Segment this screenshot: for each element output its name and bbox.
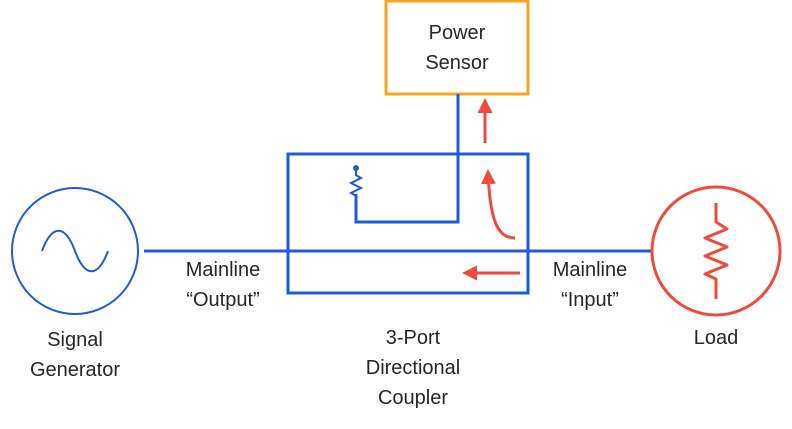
mainline-output-label: Mainline “Output” [153,255,293,315]
mainline-input-label-line-2: “Input” [561,289,619,311]
signal-generator-label-line-1: Signal [47,329,103,351]
coupled-arm-line [354,94,460,224]
signal-generator-circle [11,187,139,315]
resistor-icon [703,203,729,299]
coupler-label-line-2: Directional [365,357,461,379]
signal-generator-label-line-2: Generator [29,359,121,381]
load-circle [650,185,782,317]
coupler-label-line-1: 3-Port [385,327,441,349]
sine-wave-icon [41,229,109,272]
signal-generator-label: Signal Generator [5,325,145,385]
load-label: Load [666,323,766,353]
coupled-wave-curved-arrow [480,169,516,240]
coupler-label-line-3: Coupler [377,387,449,409]
termination-node [353,165,359,171]
coupler-box [286,152,530,295]
mainline-output-label-line-1: Mainline [185,259,261,281]
mainline-output-label-line-2: “Output” [186,289,260,311]
termination-resistor-icon [348,170,364,197]
load [650,185,782,317]
power-sensor-label: Power Sensor [386,18,528,78]
power-sensor-label-line-2: Sensor [425,52,489,74]
directional-coupler [286,94,530,295]
signal-generator [11,187,139,315]
coupler-label: 3-Port Directional Coupler [338,323,488,413]
mainline-input-label-line-1: Mainline [552,259,628,281]
mainline-input-label: Mainline “Input” [520,255,660,315]
load-label-text: Load [693,327,739,349]
power-sensor-label-line-1: Power [428,22,486,44]
